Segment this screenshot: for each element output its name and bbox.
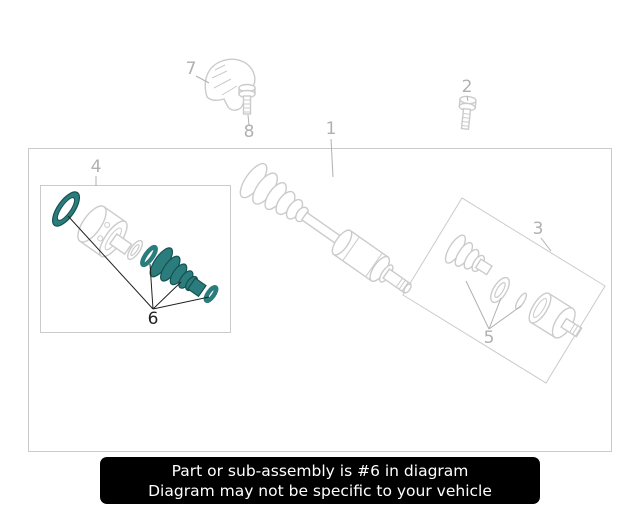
boot-kit-large-clamp — [51, 191, 81, 227]
callout-6-leader — [67, 215, 210, 310]
inner-cv-joint-part — [528, 292, 583, 339]
bracket-bolt-part — [238, 83, 256, 115]
axle-assembly-part — [239, 162, 412, 294]
notice-banner-line2: Diagram may not be specific to your vehi… — [148, 482, 492, 500]
boot-kit-boot — [149, 247, 207, 298]
snap-ring-part — [514, 292, 528, 310]
boot-kit-small-clamp — [140, 244, 158, 268]
boot-kit-end-clamp — [203, 284, 219, 304]
callout-2: 2 — [462, 77, 473, 97]
callout-8: 8 — [244, 122, 255, 142]
outer-cv-joint-part — [77, 205, 133, 258]
inner-joint-group-box — [402, 197, 606, 384]
notice-banner: Part or sub-assembly is #6 in diagram Di… — [100, 457, 540, 504]
inner-boot-part — [444, 234, 493, 276]
bolt-part — [458, 95, 477, 130]
diagram-outer-box — [28, 148, 612, 452]
callout-1: 1 — [326, 119, 337, 139]
callout-5-leader — [465, 280, 522, 330]
callout-3-leader — [540, 237, 552, 252]
callout-1-leader — [330, 138, 334, 178]
callout-6: 6 — [148, 309, 159, 329]
callout-7: 7 — [186, 59, 197, 79]
notice-banner-background — [100, 457, 540, 504]
callout-8-leader — [247, 114, 250, 126]
inner-ring-part — [490, 276, 510, 304]
callout-2-leader — [466, 95, 469, 102]
retainer-ring-part — [126, 239, 144, 261]
outer-joint-group-box — [40, 185, 231, 333]
callout-7-leader — [195, 75, 210, 84]
callout-5: 5 — [484, 328, 495, 348]
highlighted-boot-kit: 6 — [51, 191, 219, 329]
notice-banner-line1: Part or sub-assembly is #6 in diagram — [172, 462, 469, 480]
callout-3: 3 — [533, 219, 544, 239]
callout-4: 4 — [91, 157, 102, 177]
